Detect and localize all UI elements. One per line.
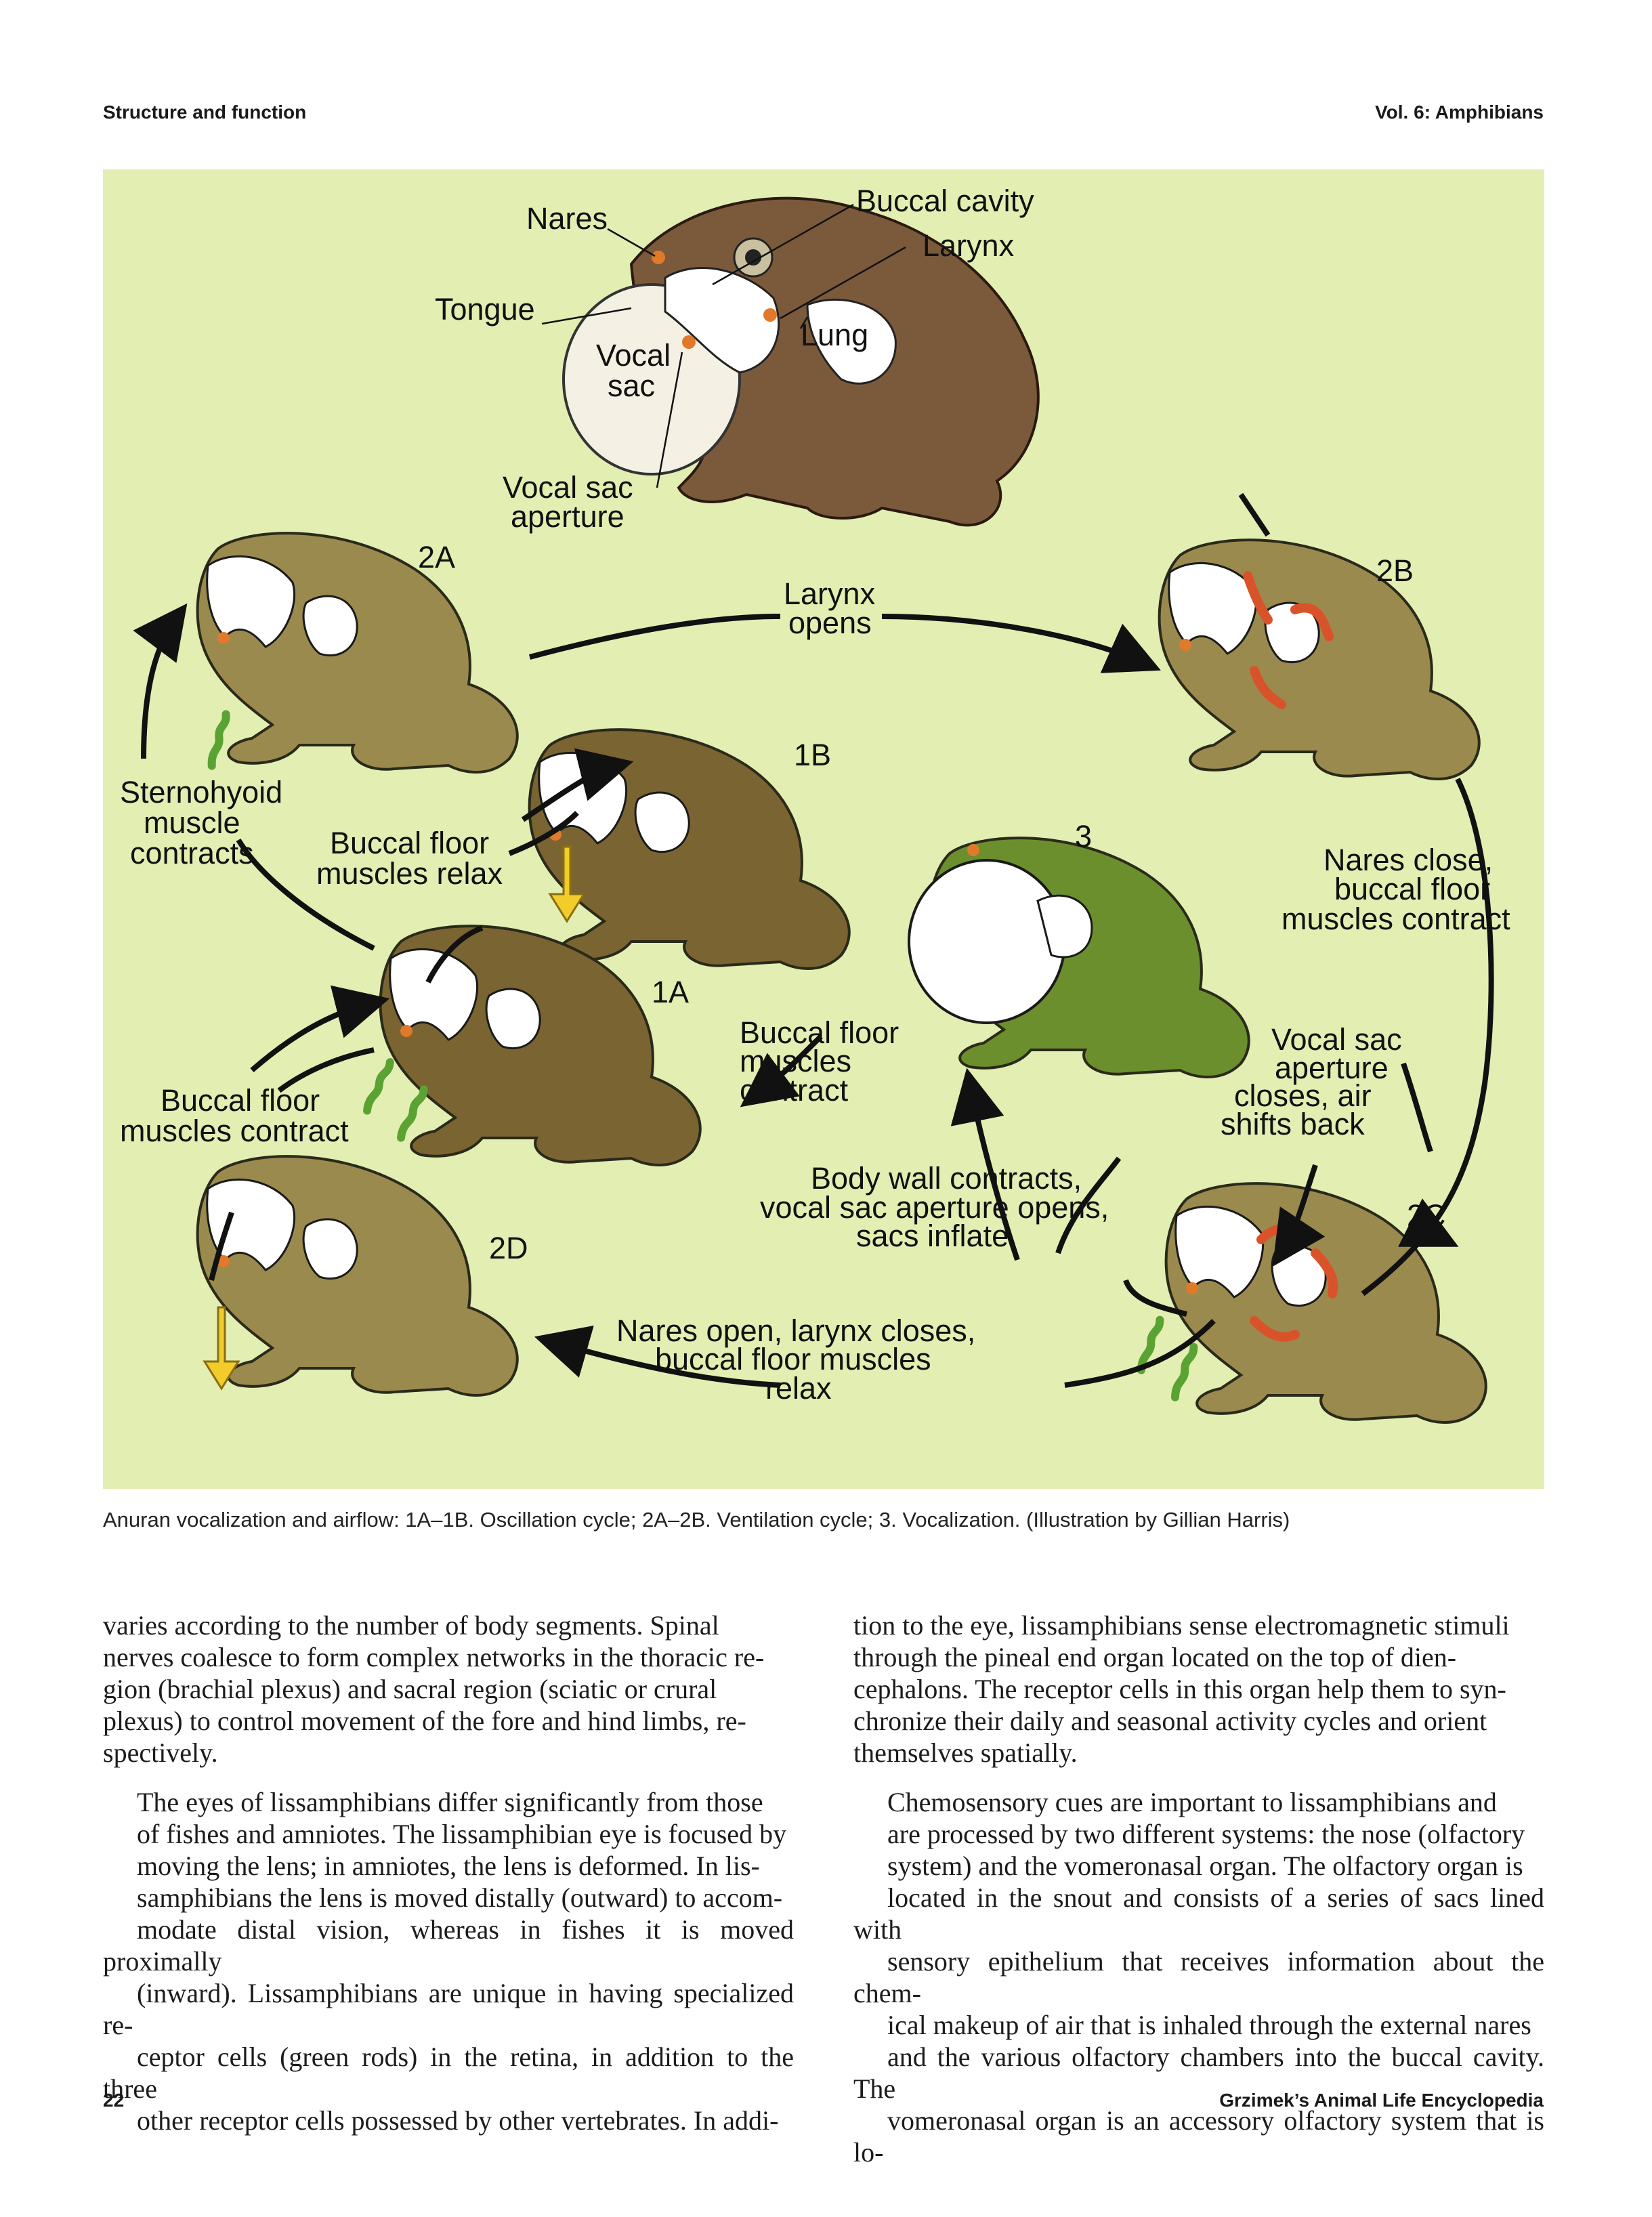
vocalization-figure: Nares Tongue Vocal sac Vocal sac apertur… — [103, 169, 1544, 1489]
text-line: nerves coalesce to form complex networks… — [103, 1642, 765, 1672]
text-line: ical makeup of air that is inhaled throu… — [887, 2010, 1531, 2040]
label-buccal-contract-left-1: Buccal floor — [161, 1083, 320, 1118]
text-line: through the pineal end organ located on … — [853, 1642, 1457, 1672]
label-sternohyoid-1: Sternohyoid — [120, 775, 282, 809]
text-line: located in the snout and consists of a s… — [853, 1882, 1544, 1945]
label-nares-close-3: muscles contract — [1282, 902, 1510, 936]
text-line: and the various olfactory chambers into … — [853, 2042, 1544, 2104]
label-vocal-sac-2: sac — [608, 368, 655, 403]
label-buccal-relax-1: Buccal floor — [330, 826, 489, 860]
figure-caption: Anuran vocalization and airflow: 1A–1B. … — [103, 1508, 1290, 1532]
label-vocal-sac-aperture-2: aperture — [511, 499, 624, 534]
text-line: The eyes of lissamphibians differ signif… — [137, 1787, 763, 1817]
label-nares-close-1: Nares close, — [1323, 843, 1493, 877]
label-nares-open-1: Nares open, larynx closes, — [616, 1313, 975, 1348]
body-column-right: tion to the eye, lissamphibians sense el… — [853, 1609, 1544, 2186]
anatomical-toad — [541, 196, 1040, 527]
text-line: are processed by two different systems: … — [887, 1819, 1525, 1849]
text-line: themselves spatially. — [853, 1737, 1078, 1768]
cycle-arrows — [133, 492, 1494, 1388]
label-body-wall-2: vocal sac aperture opens, — [760, 1190, 1109, 1225]
label-buccal-contract-mid-2: muscles — [740, 1044, 851, 1078]
text-line: cephalons. The receptor cells in this or… — [853, 1674, 1506, 1704]
label-buccal-cavity: Buccal cavity — [856, 184, 1034, 218]
text-line: vomeronasal organ is an accessory olfact… — [853, 2105, 1544, 2168]
yellow-down-arrows — [203, 845, 586, 1391]
text-line: spectively. — [103, 1737, 218, 1768]
page-number: 22 — [103, 2090, 125, 2111]
text-line: sensory epithelium that receives informa… — [853, 1946, 1544, 2008]
paragraph: tion to the eye, lissamphibians sense el… — [853, 1609, 1544, 1769]
frog-2B — [1158, 539, 1481, 780]
text-line: chronize their daily and seasonal activi… — [853, 1706, 1487, 1736]
figure-illustration: Nares Tongue Vocal sac Vocal sac apertur… — [120, 184, 1510, 1424]
label-stage-2B: 2B — [1376, 553, 1414, 588]
text-line: of fishes and amniotes. The lissamphibia… — [137, 1819, 787, 1849]
body-column-left: varies according to the number of body s… — [103, 1609, 794, 2154]
label-larynx-opens-2: opens — [788, 606, 872, 640]
frog-2C — [1164, 1182, 1487, 1424]
label-stage-2A: 2A — [418, 540, 455, 574]
label-body-wall-3: sacs inflate — [856, 1219, 1009, 1253]
label-stage-2D: 2D — [489, 1231, 528, 1265]
label-vocal-sac-aperture-1: Vocal sac — [503, 470, 633, 505]
text-line: (inward). Lissamphibians are unique in h… — [103, 1978, 794, 2040]
label-buccal-contract-left-2: muscles contract — [120, 1114, 349, 1148]
text-line: plexus) to control movement of the fore … — [103, 1706, 746, 1736]
label-sternohyoid-2: muscle — [144, 805, 240, 840]
running-header-section: Structure and function — [103, 102, 307, 123]
text-line: ceptor cells (green rods) in the retina,… — [103, 2042, 794, 2104]
text-line: modate distal vision, whereas in fishes … — [103, 1914, 794, 1977]
frog-3 — [908, 837, 1250, 1078]
label-buccal-contract-mid-3: contract — [740, 1073, 849, 1107]
frog-2A — [196, 532, 519, 774]
label-stage-1B: 1B — [794, 738, 831, 772]
label-buccal-contract-mid-1: Buccal floor — [740, 1015, 899, 1050]
text-line: varies according to the number of body s… — [103, 1610, 719, 1641]
label-nares-close-2: buccal floor — [1334, 872, 1490, 906]
text-line: other receptor cells possessed by other … — [137, 2105, 779, 2136]
paragraph: The eyes of lissamphibians differ signif… — [103, 1786, 794, 2136]
label-lung: Lung — [801, 318, 868, 352]
label-vocal-sac-closes-3: closes, air — [1234, 1078, 1372, 1113]
label-body-wall-1: Body wall contracts, — [811, 1161, 1082, 1196]
label-sternohyoid-3: contracts — [130, 836, 254, 870]
label-nares: Nares — [526, 201, 608, 236]
frog-1A — [379, 925, 702, 1166]
label-stage-3: 3 — [1075, 819, 1092, 853]
lung-shape — [806, 298, 897, 385]
text-line: samphibians the lens is moved distally (… — [137, 1882, 783, 1913]
label-tongue: Tongue — [435, 292, 535, 326]
label-vocal-sac-1: Vocal — [596, 338, 671, 373]
paragraph: varies according to the number of body s… — [103, 1609, 794, 1769]
publication-title: Grzimek’s Animal Life Encyclopedia — [1219, 2090, 1544, 2111]
text-line: Chemosensory cues are important to lissa… — [887, 1787, 1497, 1817]
text-line: gion (brachial plexus) and sacral region… — [103, 1674, 717, 1704]
text-line: moving the lens; in amniotes, the lens i… — [137, 1851, 760, 1881]
label-vocal-sac-closes-2: aperture — [1275, 1051, 1389, 1085]
label-vocal-sac-closes-1: Vocal sac — [1271, 1022, 1402, 1057]
label-larynx: Larynx — [923, 228, 1015, 263]
label-nares-open-2: buccal floor muscles — [655, 1342, 931, 1376]
label-larynx-opens-1: Larynx — [784, 576, 876, 611]
running-header-volume: Vol. 6: Amphibians — [1375, 102, 1544, 123]
label-stage-1A: 1A — [652, 975, 689, 1009]
text-line: system) and the vomeronasal organ. The o… — [887, 1851, 1523, 1881]
paragraph: Chemosensory cues are important to lissa… — [853, 1786, 1544, 2168]
label-buccal-relax-2: muscles relax — [316, 856, 503, 891]
label-nares-open-3: relax — [765, 1371, 832, 1406]
label-vocal-sac-closes-4: shifts back — [1221, 1107, 1365, 1141]
label-stage-2C: 2C — [1407, 1198, 1446, 1233]
text-line: tion to the eye, lissamphibians sense el… — [853, 1610, 1510, 1641]
frog-2D — [196, 1155, 519, 1397]
